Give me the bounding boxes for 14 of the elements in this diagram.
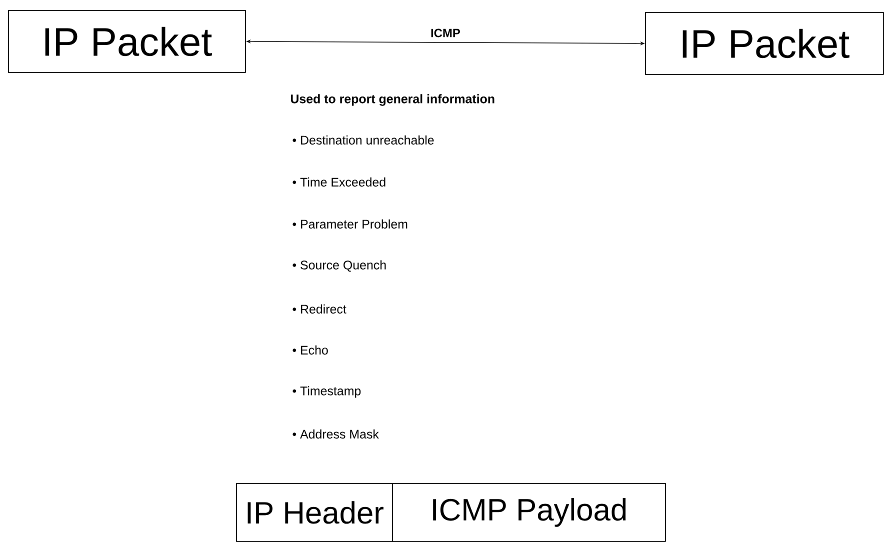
packet-box: IP Packet [645, 12, 884, 75]
list-item: • Time Exceeded [292, 177, 386, 187]
packet-box: IP Packet [8, 10, 246, 73]
edge-label: ICMP [430, 28, 462, 38]
list-item: • Address Mask [292, 429, 379, 439]
heading: Used to report general information [290, 94, 494, 106]
list-item: • Redirect [292, 304, 346, 314]
list-item: • Parameter Problem [292, 219, 408, 229]
list-item: • Source Quench [292, 260, 386, 272]
payload-box: ICMP Payload [392, 483, 666, 542]
list-item: • Timestamp [292, 386, 361, 398]
header-box: IP Header [236, 483, 393, 542]
list-item: • Destination unreachable [292, 135, 434, 145]
list-item: • Echo [292, 345, 328, 355]
